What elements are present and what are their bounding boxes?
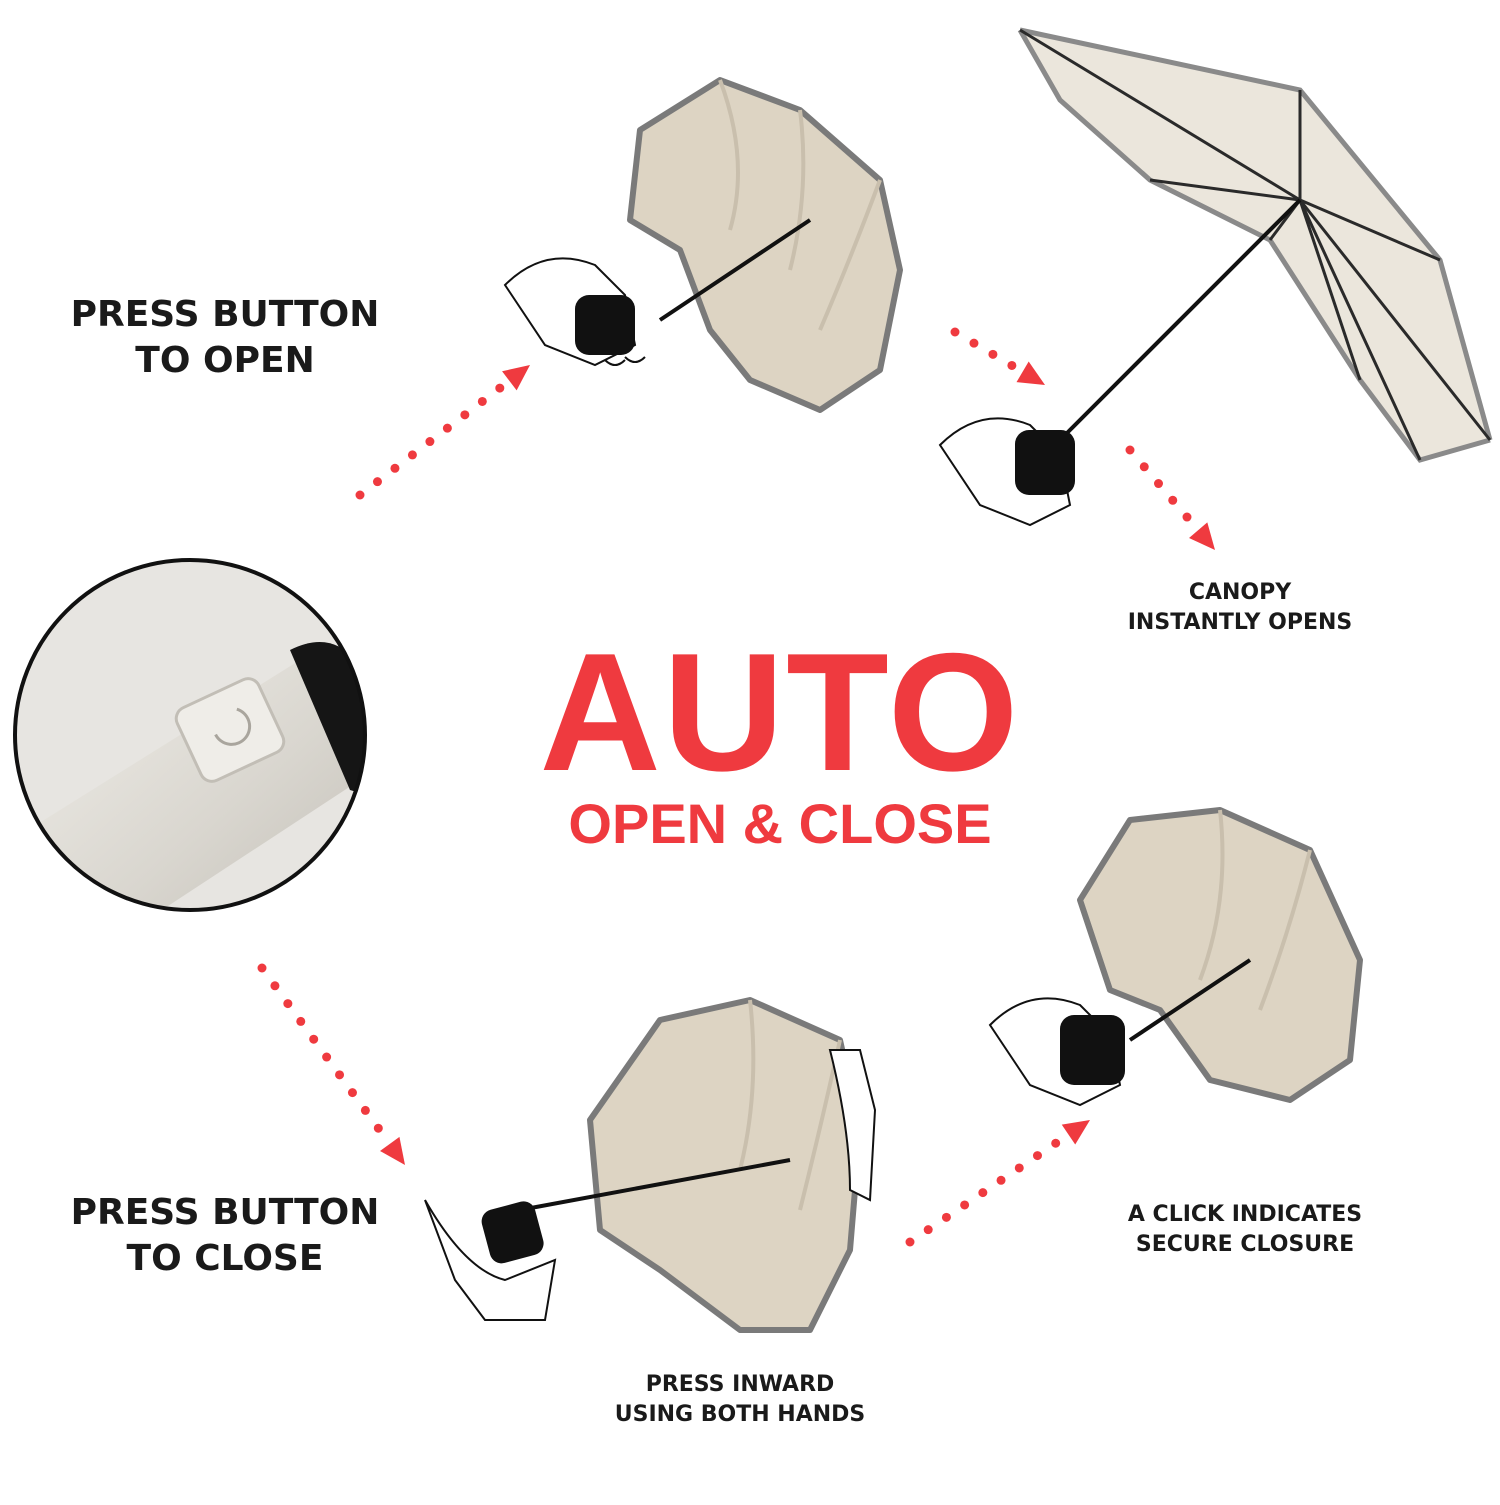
arrow-dot — [407, 450, 417, 460]
arrow-dot — [296, 1016, 306, 1026]
hand-icon — [424, 1199, 557, 1321]
arrow-dot — [978, 1188, 988, 1198]
step-canopy-line2: INSTANTLY OPENS — [1127, 610, 1353, 635]
arrow-dot — [1182, 512, 1192, 522]
step-inward-label: PRESS INWARD USING BOTH HANDS — [590, 1370, 890, 1430]
handle-closeup-icon — [13, 558, 367, 912]
arrow-dot — [905, 1237, 915, 1247]
arrow-head — [1016, 361, 1045, 385]
arrow-dot — [372, 477, 382, 487]
step-close-label: PRESS BUTTON TO CLOSE — [70, 1190, 380, 1282]
arrow-dot — [923, 1225, 933, 1235]
arrow-dot — [425, 437, 435, 447]
step-click-line1: A CLICK INDICATES — [1127, 1202, 1363, 1227]
arrow-dot — [390, 463, 400, 473]
arrow-dot — [347, 1088, 357, 1098]
arrow-dot — [1168, 495, 1178, 505]
arrow-dot — [442, 423, 452, 433]
arrow-dot — [1153, 479, 1163, 489]
headline: AUTO OPEN & CLOSE — [500, 618, 1060, 855]
folded-umbrella-icon — [519, 997, 863, 1333]
arrow-dot — [960, 1200, 970, 1210]
arrow-dot — [283, 999, 293, 1009]
arrow-dot — [1032, 1151, 1042, 1161]
arrow-dot — [969, 338, 979, 348]
arrow-dot — [1014, 1163, 1024, 1173]
arrow-dot — [950, 327, 960, 337]
arrow-dot — [1125, 445, 1135, 455]
step-close-line1: PRESS BUTTON — [70, 1192, 380, 1233]
arrow-dot — [322, 1052, 332, 1062]
arrow-head — [1061, 1120, 1090, 1145]
arrow-head — [380, 1136, 405, 1165]
arrow-dot — [996, 1175, 1006, 1185]
folded-umbrella-icon — [1077, 807, 1363, 1103]
step-click-line2: SECURE CLOSURE — [1135, 1232, 1355, 1257]
arrow-dot — [355, 490, 365, 500]
arrow-dot — [270, 981, 280, 991]
arrow-dot — [477, 396, 487, 406]
headline-main: AUTO — [539, 618, 1021, 806]
arrow-dot — [941, 1212, 951, 1222]
step-open-line1: PRESS BUTTON — [70, 294, 380, 335]
step-click-label: A CLICK INDICATES SECURE CLOSURE — [1100, 1200, 1390, 1260]
hand-icon — [988, 997, 1125, 1107]
step-inward-line2: USING BOTH HANDS — [614, 1402, 866, 1427]
step-canopy-label: CANOPY INSTANTLY OPENS — [1110, 578, 1370, 638]
step-inward-line1: PRESS INWARD — [645, 1372, 835, 1397]
arrow-head — [1189, 522, 1215, 550]
step-canopy-line1: CANOPY — [1188, 580, 1292, 605]
arrow-dot — [460, 410, 470, 420]
step-open-line2: TO OPEN — [135, 340, 315, 381]
arrow-head — [502, 365, 530, 391]
arrow-dot — [309, 1034, 319, 1044]
arrow-dot — [257, 963, 267, 973]
step-close-line2: TO CLOSE — [126, 1238, 324, 1279]
hand-icon — [503, 257, 646, 367]
folded-umbrella-icon — [627, 77, 903, 413]
arrow-dot — [988, 349, 998, 359]
arrow-dot — [1139, 462, 1149, 472]
arrow-dot — [495, 383, 505, 393]
arrow-dot — [335, 1070, 345, 1080]
dotted-arrow-icon — [257, 327, 1215, 1247]
arrow-dot — [373, 1123, 383, 1133]
step-open-label: PRESS BUTTON TO OPEN — [70, 292, 380, 384]
open-umbrella-icon — [1017, 27, 1493, 463]
headline-sub: OPEN & CLOSE — [568, 792, 992, 855]
hand-icon — [938, 417, 1075, 527]
arrow-dot — [360, 1105, 370, 1115]
arrow-dot — [1007, 360, 1017, 370]
hand-icon — [828, 1049, 877, 1202]
arrow-dot — [1051, 1138, 1061, 1148]
